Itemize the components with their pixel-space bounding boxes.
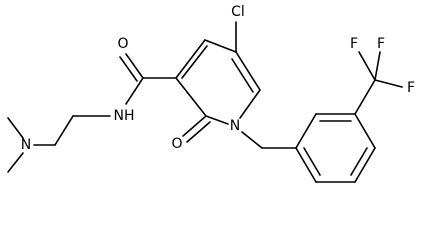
bond-camide-o-double (119, 56, 138, 82)
bond-c5-c6-inner (231, 58, 254, 93)
bonds (7, 21, 403, 183)
molecule-structure: Cl O NH N O N F F F (7, 4, 415, 183)
atom-n-ring: N (230, 118, 240, 134)
bond-ar4-ar5 (354, 147, 376, 183)
bond-cf3-f2 (374, 51, 381, 81)
bond-camide-nh (125, 77, 144, 105)
atom-o-ring: O (171, 136, 182, 152)
bond-n1-ch2 (241, 131, 263, 149)
bond-c2-o-double (186, 121, 211, 143)
bond-c4-c4-inner (181, 45, 208, 79)
bond-ar3-ar4 (354, 113, 376, 149)
bond-ar6-ar1-inner (303, 147, 321, 176)
bond-c2-o (182, 115, 207, 137)
bond-c5-c6 (235, 51, 261, 91)
bond-c2-c3 (175, 77, 207, 117)
atom-f3: F (407, 80, 415, 96)
bond-n1-c2 (205, 115, 229, 125)
bond-ar3-cf3 (354, 79, 376, 115)
atom-o-amide: O (117, 36, 128, 52)
bond-camide-o (125, 53, 144, 79)
bond-c4-c5 (204, 39, 237, 53)
atom-n-dimethyl: N (21, 137, 31, 153)
bond-ar1-ar2 (295, 113, 317, 149)
atom-labels: Cl O NH N O N F F F (21, 4, 415, 153)
bond-ch2a-ch2b (54, 115, 74, 146)
bond-ar6-ar1 (295, 147, 317, 183)
atom-f2: F (377, 36, 385, 52)
atom-f1: F (350, 36, 358, 52)
atom-cl: Cl (231, 4, 245, 20)
bond-n-methyl1 (7, 117, 24, 139)
bond-n-methyl2 (7, 152, 24, 173)
atom-nh: NH (114, 108, 135, 124)
bond-cf3-f3 (374, 79, 403, 88)
bond-c3-c4 (175, 39, 206, 79)
bond-ar4-ar5-inner (350, 147, 368, 176)
bond-cf3-f1 (358, 51, 376, 81)
bond-c6-n1 (239, 89, 261, 119)
